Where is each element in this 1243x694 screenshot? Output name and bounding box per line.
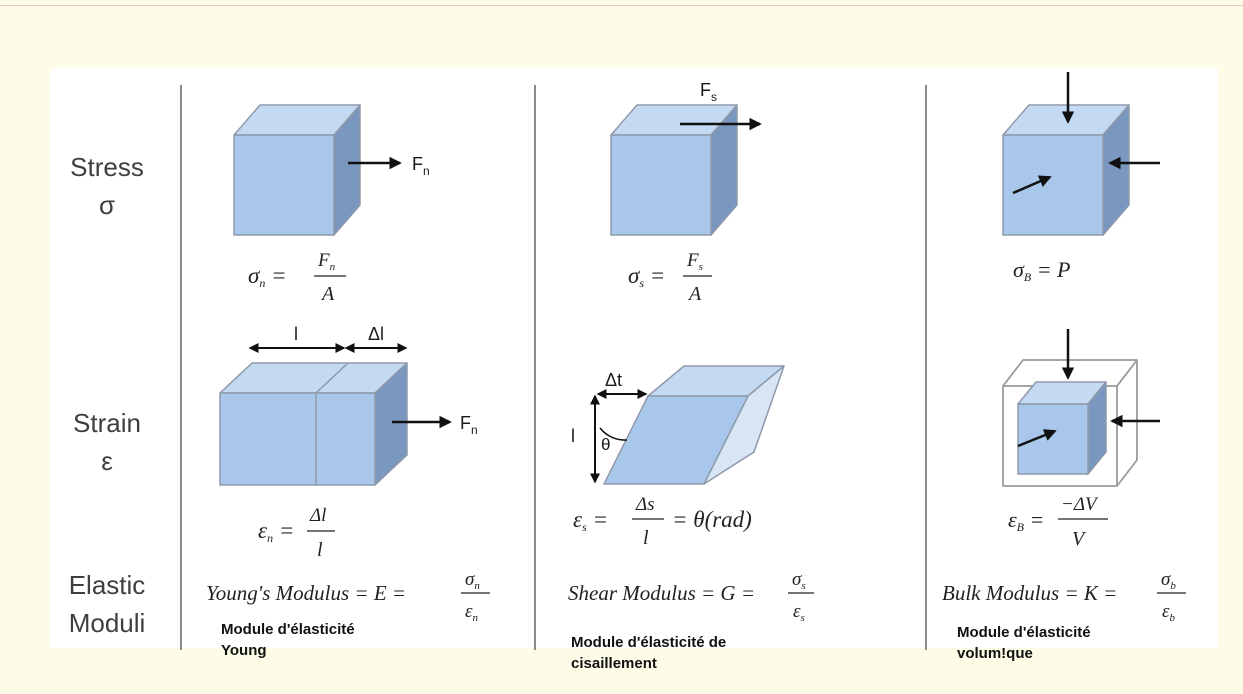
delta-length-label: Δl: [368, 324, 384, 344]
bulk-strain-equation: εB = −ΔV V: [1008, 494, 1108, 550]
theta-label: θ: [601, 435, 610, 454]
bulk-modulus-equation: Bulk Modulus = K = σb εb: [942, 569, 1186, 624]
svg-text:εs =: εs =: [573, 507, 608, 534]
svg-text:Young's Modulus = E =: Young's Modulus = E =: [206, 581, 406, 605]
shear-caption-line-1: Module d'élasticité de: [571, 634, 727, 651]
svg-text:Bulk Modulus = K =: Bulk Modulus = K =: [942, 581, 1117, 605]
shear-stress-cube: [610, 104, 738, 236]
bulk-front-pressure-arrow: [1012, 175, 1052, 195]
young-caption-line-1: Module d'élasticité: [221, 621, 355, 638]
stress-word: Stress: [70, 152, 144, 182]
bulk-stress-equation: σB = P: [1013, 257, 1071, 284]
svg-text:σB = P: σB = P: [1013, 257, 1071, 284]
shear-force-label: Fs: [700, 80, 717, 104]
bulk-caption-line-1: Module d'élasticité: [957, 624, 1091, 641]
delta-t-label: Δt: [605, 370, 622, 390]
shear-modulus-equation: Shear Modulus = G = σs εs: [568, 569, 814, 624]
svg-text:σs: σs: [792, 569, 806, 592]
svg-text:l: l: [643, 527, 649, 549]
svg-text:Fs: Fs: [686, 250, 703, 273]
strain-word: Strain: [73, 408, 141, 438]
bulk-caption-fr: Module d'élasticité volum!que: [957, 622, 1091, 664]
length-label: l: [294, 324, 298, 344]
svg-text:εb: εb: [1162, 601, 1176, 624]
top-rule: [0, 5, 1243, 6]
moduli-word-2: Moduli: [68, 608, 146, 638]
stress-symbol: σ: [98, 190, 116, 220]
young-strain-equation: εn = Δl l: [258, 505, 335, 561]
svg-text:εB =: εB =: [1008, 507, 1044, 534]
bulk-stress-cube: [1002, 104, 1130, 236]
young-strain-block: [219, 362, 408, 486]
young-modulus-equation: Young's Modulus = E = σn εn: [206, 569, 490, 624]
young-caption-fr: Module d'élasticité Young: [221, 619, 355, 661]
svg-text:σn: σn: [465, 569, 480, 592]
svg-text:εs: εs: [793, 601, 805, 624]
svg-text:σs =: σs =: [628, 263, 665, 290]
svg-text:l: l: [317, 539, 323, 561]
shear-caption-fr: Module d'élasticité de cisaillement: [571, 632, 726, 674]
svg-text:Fn: Fn: [317, 250, 336, 273]
row-label-moduli: Elastic Moduli: [47, 566, 167, 642]
young-strain-force-label: Fn: [460, 413, 478, 437]
bulk-strain-front-arrow: [1017, 429, 1057, 448]
bulk-caption-line-2: volum!que: [957, 645, 1033, 662]
shear-strain-equation: εs = Δs l = θ(rad): [573, 494, 752, 549]
row-label-stress: Stress σ: [47, 148, 167, 224]
young-force-label: Fn: [412, 154, 430, 178]
shear-stress-equation: σs = Fs A: [628, 250, 712, 305]
bulk-strain-inner-cube: [1017, 381, 1107, 475]
svg-text:A: A: [687, 283, 702, 305]
moduli-word-1: Elastic: [68, 570, 146, 600]
height-label: l: [571, 426, 575, 446]
svg-text:Shear Modulus = G =: Shear Modulus = G =: [568, 581, 755, 605]
svg-text:−ΔV: −ΔV: [1061, 494, 1099, 515]
svg-text:Δs: Δs: [635, 494, 655, 515]
svg-text:εn =: εn =: [258, 518, 294, 545]
young-stress-cube: [233, 104, 361, 236]
shear-strain-prism: [603, 365, 785, 485]
svg-text:εn: εn: [465, 601, 479, 624]
young-stress-equation: σn = Fn A: [248, 250, 346, 305]
svg-text:Δl: Δl: [309, 505, 326, 526]
svg-text:V: V: [1072, 528, 1087, 550]
svg-text:A: A: [320, 283, 335, 305]
young-caption-line-2: Young: [221, 642, 267, 659]
theta-arc: [599, 427, 628, 441]
svg-text:σb: σb: [1161, 569, 1176, 592]
shear-caption-line-2: cisaillement: [571, 655, 657, 672]
svg-text:σn =: σn =: [248, 263, 287, 290]
row-label-strain: Strain ε: [47, 404, 167, 480]
strain-symbol: ε: [101, 446, 113, 476]
svg-text:= θ(rad): = θ(rad): [672, 507, 752, 532]
